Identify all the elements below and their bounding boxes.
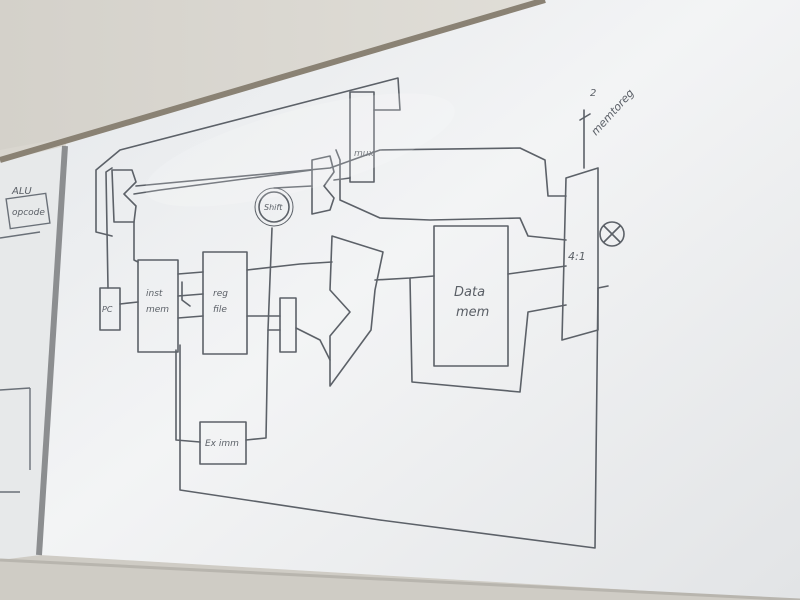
reg-file-block (202, 251, 248, 355)
pc-source-mux (349, 91, 375, 183)
branch-adder (311, 155, 335, 215)
reg-file-label-2: file (213, 305, 227, 315)
pc-block (99, 287, 121, 331)
wire-shift-to-adder (273, 185, 313, 189)
reg-file-label-1: reg (213, 289, 228, 299)
left-panel-text-2: opcode (12, 208, 45, 218)
wire-pcadd-down (133, 221, 139, 263)
wire-adder-to-topmux (333, 177, 351, 181)
crossed-out-mark (599, 221, 625, 247)
data-mem-label-2: mem (456, 305, 489, 320)
wire-reg-to-alu (246, 261, 333, 271)
data-mem-block (433, 225, 509, 367)
wire-topmux-out (335, 149, 567, 241)
pc-label: PC (102, 305, 113, 314)
wire-pcadd-branch (133, 169, 313, 195)
wire-topmux-loop (95, 77, 401, 237)
wire-inst-branch (181, 281, 191, 307)
wire-alu-bypass (409, 277, 567, 393)
ext-imm-block (199, 421, 247, 465)
wire-inst-to-reg3 (177, 315, 204, 319)
ext-imm-label: Ex imm (205, 439, 239, 449)
board-frame-top (0, 0, 546, 163)
select-width-label: 2 (590, 88, 596, 99)
wire-4to1-output (597, 285, 609, 289)
wire-pc-loop (105, 167, 113, 289)
wire-ext-to-shift (267, 227, 273, 331)
wire-pc-to-instmem (119, 301, 139, 305)
left-panel-text-1: ALU (11, 186, 32, 197)
wire-pcadd-to-4to1 (135, 147, 567, 197)
shift-label: Shift (264, 203, 283, 212)
board-frame-bottom (0, 558, 800, 600)
mux-4to1-label: 4:1 (568, 250, 586, 263)
main-board (40, 0, 800, 600)
top-mux-label: mux (354, 149, 374, 159)
light-glare (145, 93, 455, 207)
left-panel-drawing (0, 192, 51, 493)
shift-unit (258, 191, 290, 223)
pc-adder (111, 169, 137, 223)
wire-inst-to-ext (175, 349, 201, 443)
wire-inst-to-reg1 (177, 271, 204, 275)
wire-datamem-to-mux (507, 265, 567, 275)
board-divider (36, 145, 68, 556)
inst-mem-label-2: mem (146, 305, 169, 315)
alu-input-mux (279, 297, 297, 353)
left-board-panel (0, 146, 64, 560)
datapath-diagram (95, 77, 625, 549)
wire-ext-to-mux (245, 329, 281, 441)
inst-mem-label-1: inst (146, 289, 163, 299)
inst-mem-block (137, 259, 179, 353)
data-mem-label-1: Data (454, 285, 485, 300)
wire-mux-to-alu (295, 327, 331, 361)
wire-inst-long (179, 287, 599, 549)
alu-block (329, 235, 384, 387)
